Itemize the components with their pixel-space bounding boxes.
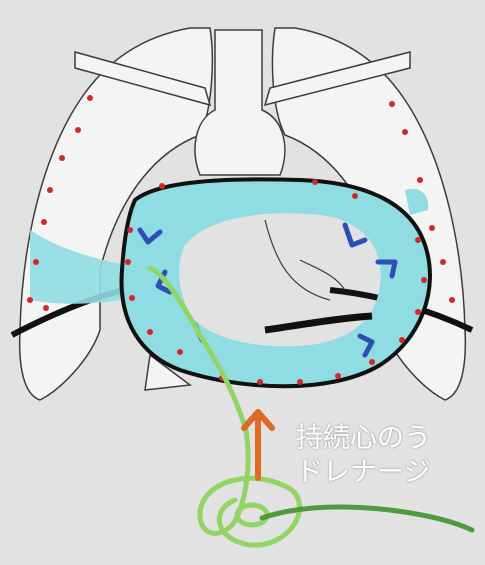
annotation-line-1: 持続心のう	[296, 424, 431, 454]
annotation-line-2: ドレナージ	[296, 458, 430, 488]
